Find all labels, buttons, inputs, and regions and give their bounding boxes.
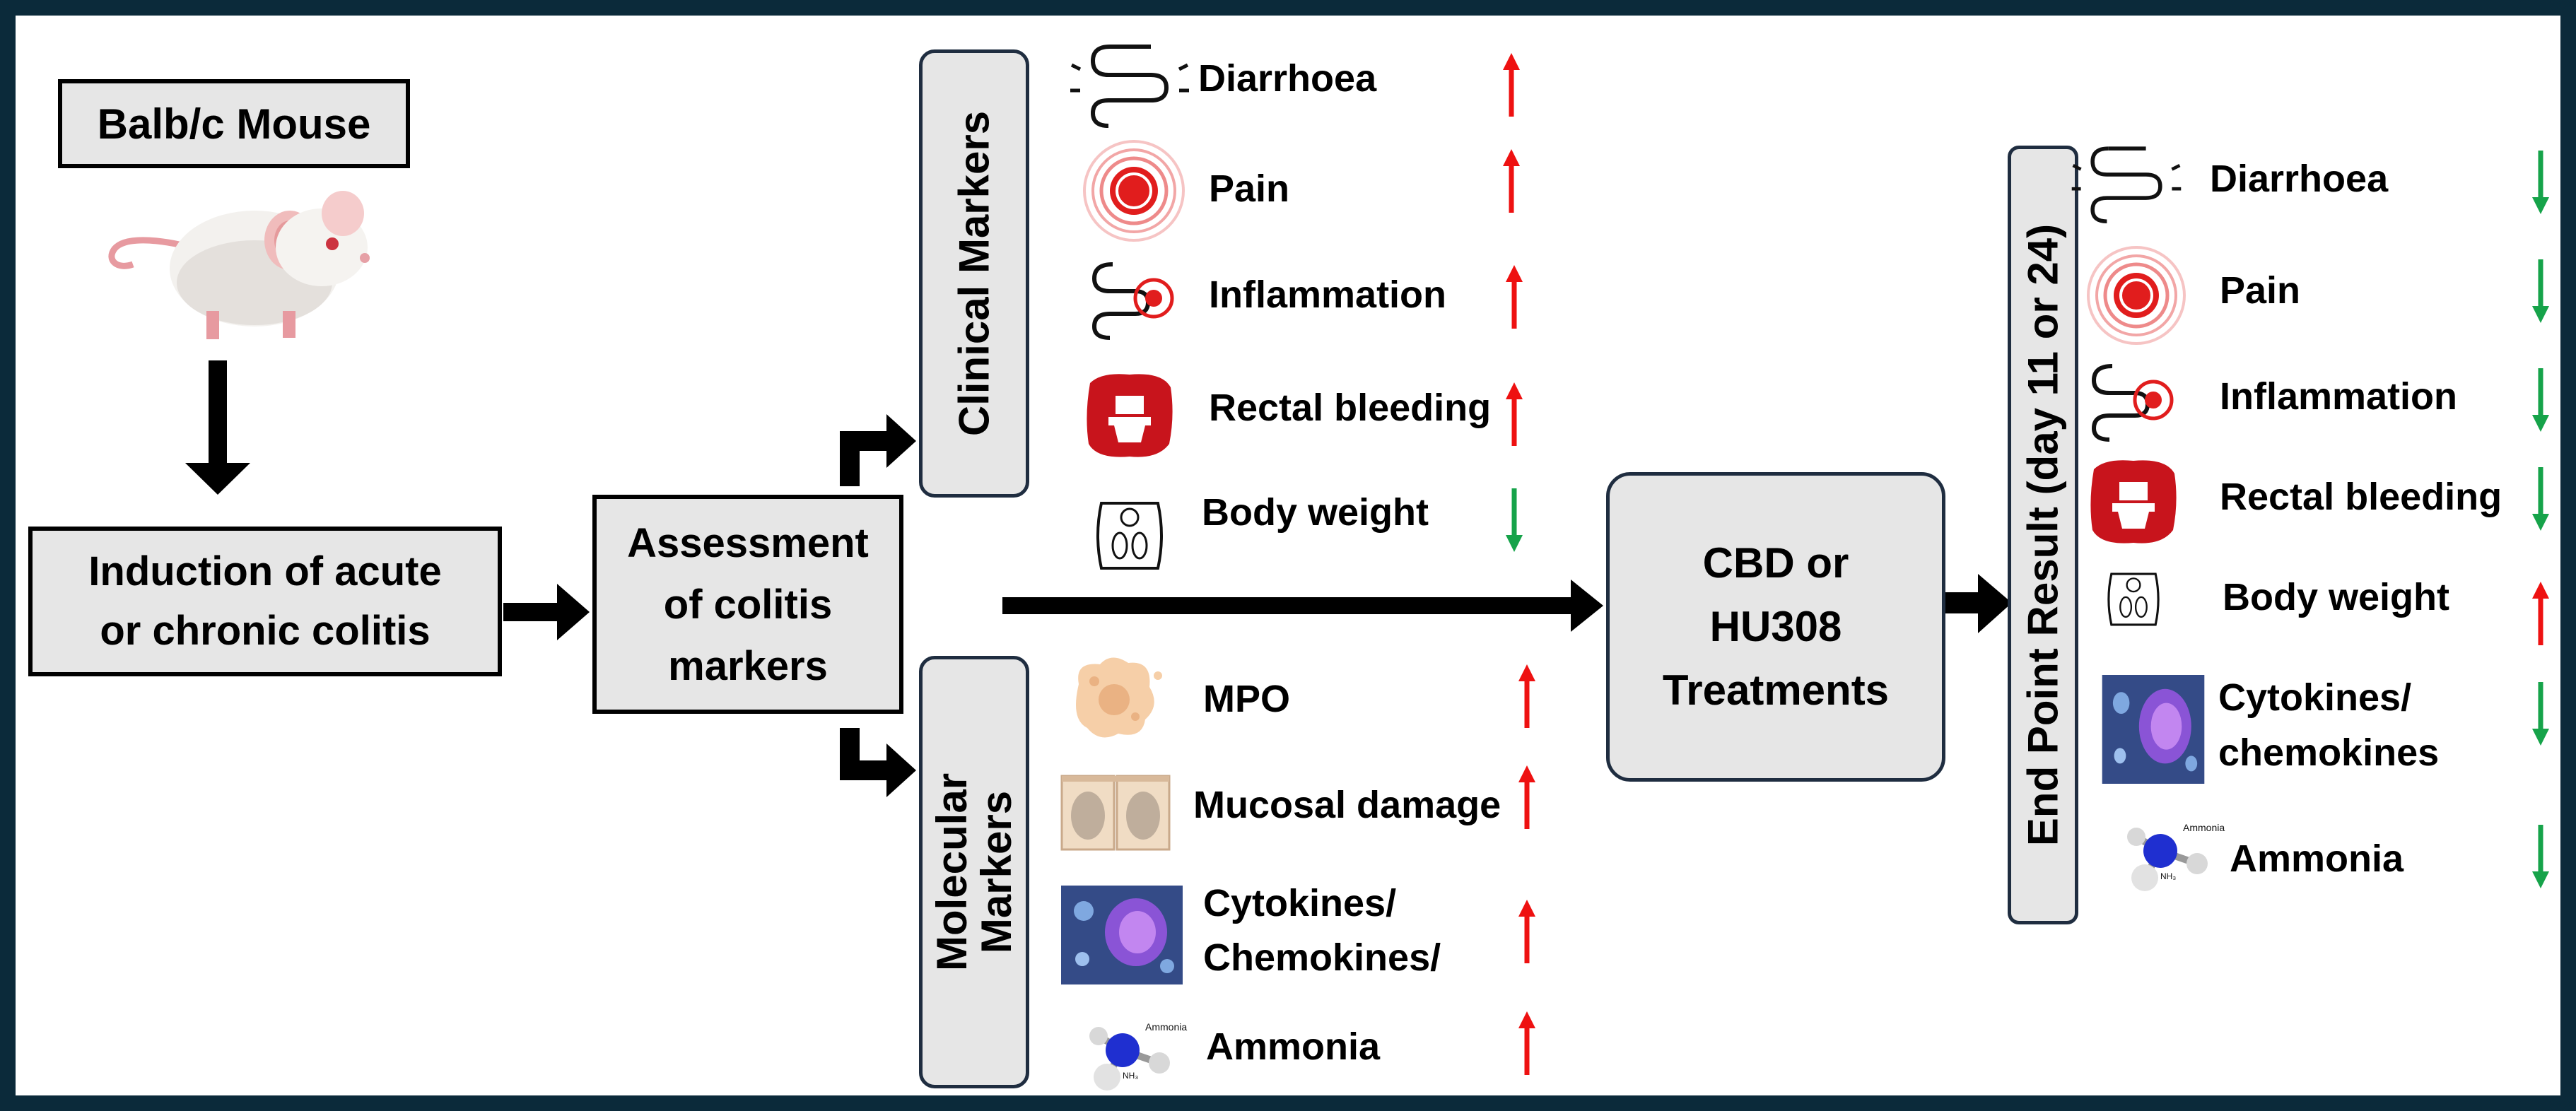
clinical-markers-panel: Clinical Markers xyxy=(919,49,1029,498)
pain-target-icon xyxy=(1083,140,1185,242)
endpoint-cytokines-line1: Cytokines/ xyxy=(2218,676,2412,719)
increase-arrow-icon xyxy=(1506,382,1523,446)
induction-line1: Induction of acute xyxy=(88,548,442,594)
mouse-icon xyxy=(108,191,370,339)
molecular-markers-panel: Molecular Markers xyxy=(919,656,1029,1088)
decrease-arrow-icon xyxy=(2532,151,2549,214)
induction-line2: or chronic colitis xyxy=(100,608,431,654)
arrow-induction-to-assessment xyxy=(503,584,590,640)
molecular-label-cytokines: Cytokines/ Chemokines/ xyxy=(1203,876,1441,984)
endpoint-label-ammonia: Ammonia xyxy=(2230,837,2404,880)
decrease-arrow-icon xyxy=(2532,259,2549,323)
increase-arrow-icon xyxy=(1518,664,1535,728)
mouse-label-box: Balb/c Mouse xyxy=(58,79,410,168)
weighing-scale-icon xyxy=(1096,502,1163,570)
increase-arrow-icon xyxy=(1518,765,1535,829)
clinical-label-pain: Pain xyxy=(1209,167,1290,210)
arrow-assessment-to-molecular xyxy=(840,728,916,797)
ammonia-molecule-icon: Ammonia NH₃ xyxy=(2127,822,2225,891)
arrow-mouse-to-induction xyxy=(185,360,250,495)
toilet-blood-icon xyxy=(2090,460,2177,543)
neutrophil-icon xyxy=(1076,657,1162,738)
clinical-label-inflammation: Inflammation xyxy=(1209,274,1447,316)
epithelium-icon xyxy=(1060,775,1171,851)
increase-arrow-icon xyxy=(2532,582,2549,645)
molecular-cytokines-line1: Cytokines/ xyxy=(1203,882,1397,924)
molecular-label-mucosal-damage: Mucosal damage xyxy=(1193,784,1501,826)
induction-box: Induction of acute or chronic colitis xyxy=(28,527,502,676)
ammonia-icon-formula: NH₃ xyxy=(1123,1071,1138,1081)
decrease-arrow-icon xyxy=(1506,488,1523,552)
clinical-label-rectal-bleeding: Rectal bleeding xyxy=(1209,387,1492,429)
decrease-arrow-icon xyxy=(2532,368,2549,432)
ammonia-icon-name: Ammonia xyxy=(1145,1021,1187,1033)
molecular-label-mpo: MPO xyxy=(1203,678,1291,720)
endpoint-label-pain: Pain xyxy=(2220,269,2301,312)
arrow-assessment-to-clinical xyxy=(840,414,916,486)
mouse-label: Balb/c Mouse xyxy=(97,100,371,148)
pain-target-icon xyxy=(2087,246,2186,345)
clinical-label-diarrhoea: Diarrhoea xyxy=(1198,57,1377,100)
inflamed-gut-icon xyxy=(1091,262,1174,340)
intestine-icon xyxy=(2071,146,2182,223)
endpoint-panel: End Point Result (day 11 or 24) xyxy=(2008,146,2078,924)
treatment-line1: CBD or xyxy=(1702,539,1849,587)
assessment-box: Assessment of colitis markers xyxy=(592,495,903,714)
arrow-treatment-to-endpoint xyxy=(1945,574,2012,633)
increase-arrow-icon xyxy=(1506,265,1523,329)
endpoint-cytokines-line2: chemokines xyxy=(2218,731,2440,775)
decrease-arrow-icon xyxy=(2532,682,2549,746)
cell-image-icon xyxy=(1061,886,1183,984)
intestine-icon xyxy=(1070,45,1189,128)
endpoint-label-diarrhoea: Diarrhoea xyxy=(2210,158,2389,200)
treatment-box: CBD or HU308 Treatments xyxy=(1606,472,1945,782)
molecular-label-ammonia: Ammonia xyxy=(1206,1025,1381,1068)
assessment-line1: Assessment xyxy=(627,519,869,566)
increase-arrow-icon xyxy=(1518,900,1535,963)
increase-arrow-icon xyxy=(1503,53,1520,117)
treatment-line2: HU308 xyxy=(1709,603,1842,650)
inflamed-gut-icon xyxy=(2091,364,2174,442)
weighing-scale-icon xyxy=(2107,572,2160,626)
increase-arrow-icon xyxy=(1518,1011,1535,1075)
decrease-arrow-icon xyxy=(2532,467,2549,531)
endpoint-label-cytokines: Cytokines/ chemokines xyxy=(2218,670,2439,781)
increase-arrow-icon xyxy=(1503,149,1520,213)
cell-image-icon xyxy=(2102,675,2205,784)
decrease-arrow-icon xyxy=(2532,825,2549,888)
endpoint-label-rectal-bleeding: Rectal bleeding xyxy=(2220,476,2502,518)
endpoint-label-body-weight: Body weight xyxy=(2223,576,2449,618)
assessment-line2: of colitis xyxy=(663,581,833,628)
ammonia-molecule-icon: Ammonia NH₃ xyxy=(1089,1021,1187,1091)
toilet-blood-icon xyxy=(1087,374,1173,457)
treatment-line3: Treatments xyxy=(1662,666,1890,714)
ammonia-icon-formula: NH₃ xyxy=(2160,871,2176,881)
ammonia-icon-name: Ammonia xyxy=(2183,822,2225,833)
clinical-label-body-weight: Body weight xyxy=(1202,491,1429,534)
assessment-line3: markers xyxy=(668,642,828,689)
arrow-to-treatment xyxy=(1002,580,1603,632)
endpoint-label-inflammation: Inflammation xyxy=(2220,375,2458,418)
molecular-cytokines-line2: Chemokines/ xyxy=(1203,936,1441,979)
